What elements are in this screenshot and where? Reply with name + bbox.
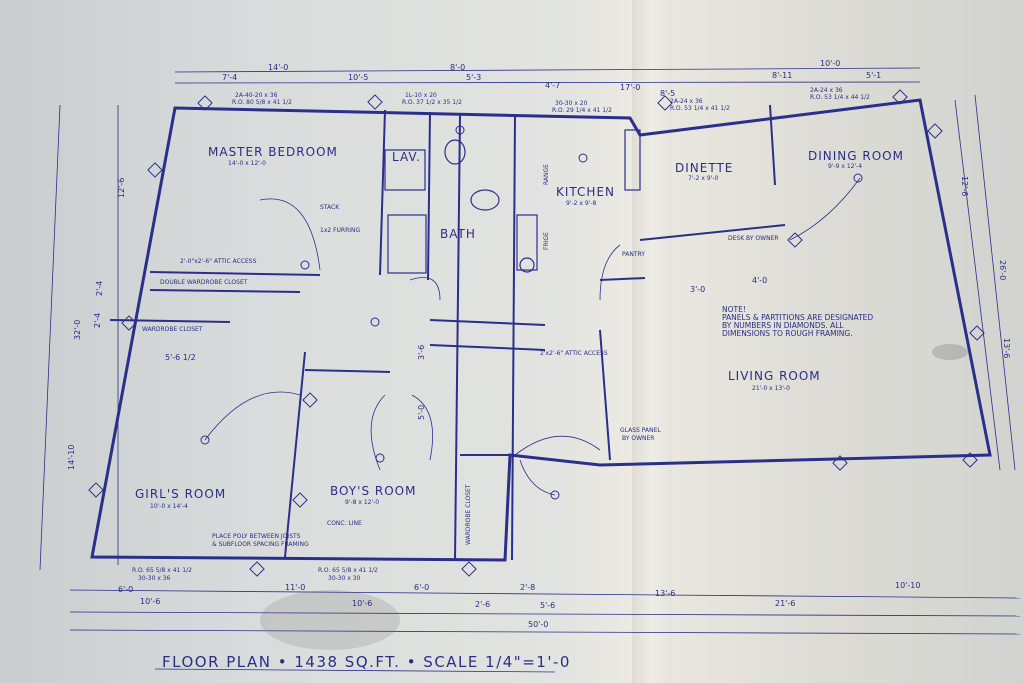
- glass-panel-label-2: BY OWNER: [622, 435, 654, 442]
- dim-bottom-5: 21'-6: [775, 599, 795, 608]
- dim-top-2: 8'-0: [450, 63, 465, 72]
- water-stain: [260, 590, 400, 650]
- poly-label-2: & SUBFLOOR SPACING FRAMING: [212, 541, 309, 548]
- double-wardrobe-label: DOUBLE WARDROBE CLOSET: [160, 279, 248, 286]
- living-room-label: LIVING ROOM: [728, 369, 821, 383]
- stack-label: STACK: [320, 204, 340, 211]
- window-spec-tm-ro: R.O. 37 1/2 x 35 1/2: [402, 99, 462, 106]
- ceiling-lights: [200, 125, 863, 500]
- window-spec-bm: R.O. 65 5/8 x 41 1/2: [318, 567, 378, 574]
- dim-inner-3: 3'-6: [417, 345, 426, 360]
- desk-label: DESK BY OWNER: [728, 235, 779, 242]
- boys-room-label: BOY'S ROOM: [330, 484, 416, 498]
- dim-top-sub-3: 5'-3: [466, 73, 481, 82]
- note-line-3: DIMENSIONS TO ROUGH FRAMING.: [722, 329, 853, 338]
- dim-top-sub-5: 8'-5: [660, 89, 675, 98]
- dim-bottom-b: 11'-0: [285, 583, 305, 592]
- pantry-label: PANTRY: [622, 251, 645, 258]
- range-label: RANGE: [543, 164, 550, 185]
- window-spec-tl-ro: R.O. 80 5/8 x 41 1/2: [232, 99, 292, 106]
- dim-bottom-f: 10'-10: [895, 581, 920, 590]
- frige-label: FRIGE: [543, 232, 550, 250]
- master-bedroom-label: MASTER BEDROOM: [208, 145, 338, 159]
- window-spec-bl-2: 30-30 x 36: [138, 575, 171, 582]
- dim-inner-2: 5'-0: [417, 405, 426, 420]
- dim-left-2: 2'-4: [95, 281, 104, 296]
- dim-inner-5: 4'-0: [752, 276, 767, 285]
- dim-bottom-c: 6'-0: [414, 583, 429, 592]
- panel-diamonds: [88, 89, 985, 577]
- dim-top-3: 17'-0: [620, 83, 640, 92]
- poly-label-1: PLACE POLY BETWEEN JOISTS: [212, 533, 301, 540]
- dinette-size: 7'-2 x 9'-0: [688, 175, 718, 182]
- bath-label: BATH: [440, 227, 476, 241]
- dim-top-1: 14'-0: [268, 63, 288, 72]
- dim-bottom-2: 10'-6: [352, 599, 372, 608]
- paper-fold: [632, 0, 672, 683]
- dim-inner-4: 3'-0: [690, 285, 705, 294]
- note-line-1: PANELS & PARTITIONS ARE DESIGNATED: [722, 313, 873, 322]
- dim-bottom-d: 2'-8: [520, 583, 535, 592]
- window-spec-tr-b-ro: R.O. 53 1/4 x 44 1/2: [810, 94, 870, 101]
- lav-label: LAV.: [392, 150, 421, 164]
- dim-bottom-e: 13'-6: [655, 589, 675, 598]
- window-spec-tm: 1L-10 x 20: [405, 92, 437, 99]
- plan-title: FLOOR PLAN • 1438 SQ.FT. • SCALE 1/4"=1'…: [162, 653, 571, 671]
- exterior-walls: [90, 98, 992, 562]
- living-room-size: 21'-0 x 13'-0: [752, 385, 790, 392]
- dim-top-sub-7: 5'-1: [866, 71, 881, 80]
- dimension-lines: [39, 67, 1021, 673]
- attic-access-2-label: 2'x2'-6" ATTIC ACCESS: [540, 350, 608, 357]
- dim-top-4: 10'-0: [820, 59, 840, 68]
- furring-label: 1x2 FURRING: [320, 227, 361, 234]
- dim-top-sub-2: 10'-5: [348, 73, 368, 82]
- dim-right-2: 12'-6: [960, 176, 969, 196]
- window-spec-bm-2: 30-30 x 30: [328, 575, 361, 582]
- dim-left-3: 2'-4: [93, 313, 102, 328]
- dim-inner-1: 5'-6 1/2: [165, 353, 196, 362]
- dining-room-size: 9'-9 x 12'-4: [828, 163, 862, 170]
- conc-line-label: CONC. LINE: [327, 520, 362, 527]
- note-line-2: BY NUMBERS IN DIAMONDS. ALL: [722, 321, 844, 330]
- dim-left-1: 12'-6: [117, 178, 126, 198]
- girls-room-size: 10'-0 x 14'-4: [150, 503, 188, 510]
- dim-left-4: 14'-10: [67, 445, 76, 470]
- ink-smudge: [932, 344, 968, 360]
- plumbing-fixtures: [384, 129, 641, 274]
- attic-access-label: 2'-0"x2'-6" ATTIC ACCESS: [180, 258, 257, 265]
- dim-bottom-3: 2'-6: [475, 600, 490, 609]
- dim-bottom-total: 50'-0: [528, 620, 548, 629]
- dim-bottom-a: 6'-0: [118, 585, 133, 594]
- window-spec-tr: 2A-24 x 36: [670, 98, 703, 105]
- boys-room-size: 9'-8 x 12'-0: [345, 499, 379, 506]
- window-spec-tr-b: 2A-24 x 36: [810, 87, 843, 94]
- kitchen-label: KITCHEN: [556, 185, 615, 199]
- wardrobe-closet-label: WARDROBE CLOSET: [142, 326, 203, 333]
- dim-top-sub-6: 8'-11: [772, 71, 792, 80]
- wardrobe-closet-2-label: WARDROBE CLOSET: [465, 484, 472, 545]
- window-spec-bl: R.O. 65 5/8 x 41 1/2: [132, 567, 192, 574]
- dim-bottom-4: 5'-6: [540, 601, 555, 610]
- dim-top-sub-1: 7'-4: [222, 73, 237, 82]
- dim-bottom-1: 10'-6: [140, 597, 160, 606]
- dim-top-sub-4: 4'-7: [545, 81, 560, 90]
- dim-left-total: 32'-0: [73, 320, 82, 340]
- window-spec-bath-ro: R.O. 29 1/4 x 41 1/2: [552, 107, 612, 114]
- window-spec-tl: 2A-40-20 x 36: [235, 92, 278, 99]
- glass-panel-label-1: GLASS PANEL: [620, 427, 661, 434]
- note-label: NOTE!: [722, 305, 746, 314]
- kitchen-size: 9'-2 x 9'-8: [566, 200, 596, 207]
- dim-right-3: 13'-6: [1002, 338, 1011, 358]
- master-bedroom-size: 14'-0 x 12'-0: [228, 160, 266, 167]
- interior-partitions: [109, 104, 786, 561]
- dining-room-label: DINING ROOM: [808, 149, 904, 163]
- window-spec-tr-ro: R.O. 53 1/4 x 41 1/2: [670, 105, 730, 112]
- dim-right-1: 26'-0: [998, 260, 1007, 280]
- girls-room-label: GIRL'S ROOM: [135, 487, 226, 501]
- window-spec-bath: 30-30 x 20: [555, 100, 588, 107]
- dinette-label: DINETTE: [675, 161, 733, 175]
